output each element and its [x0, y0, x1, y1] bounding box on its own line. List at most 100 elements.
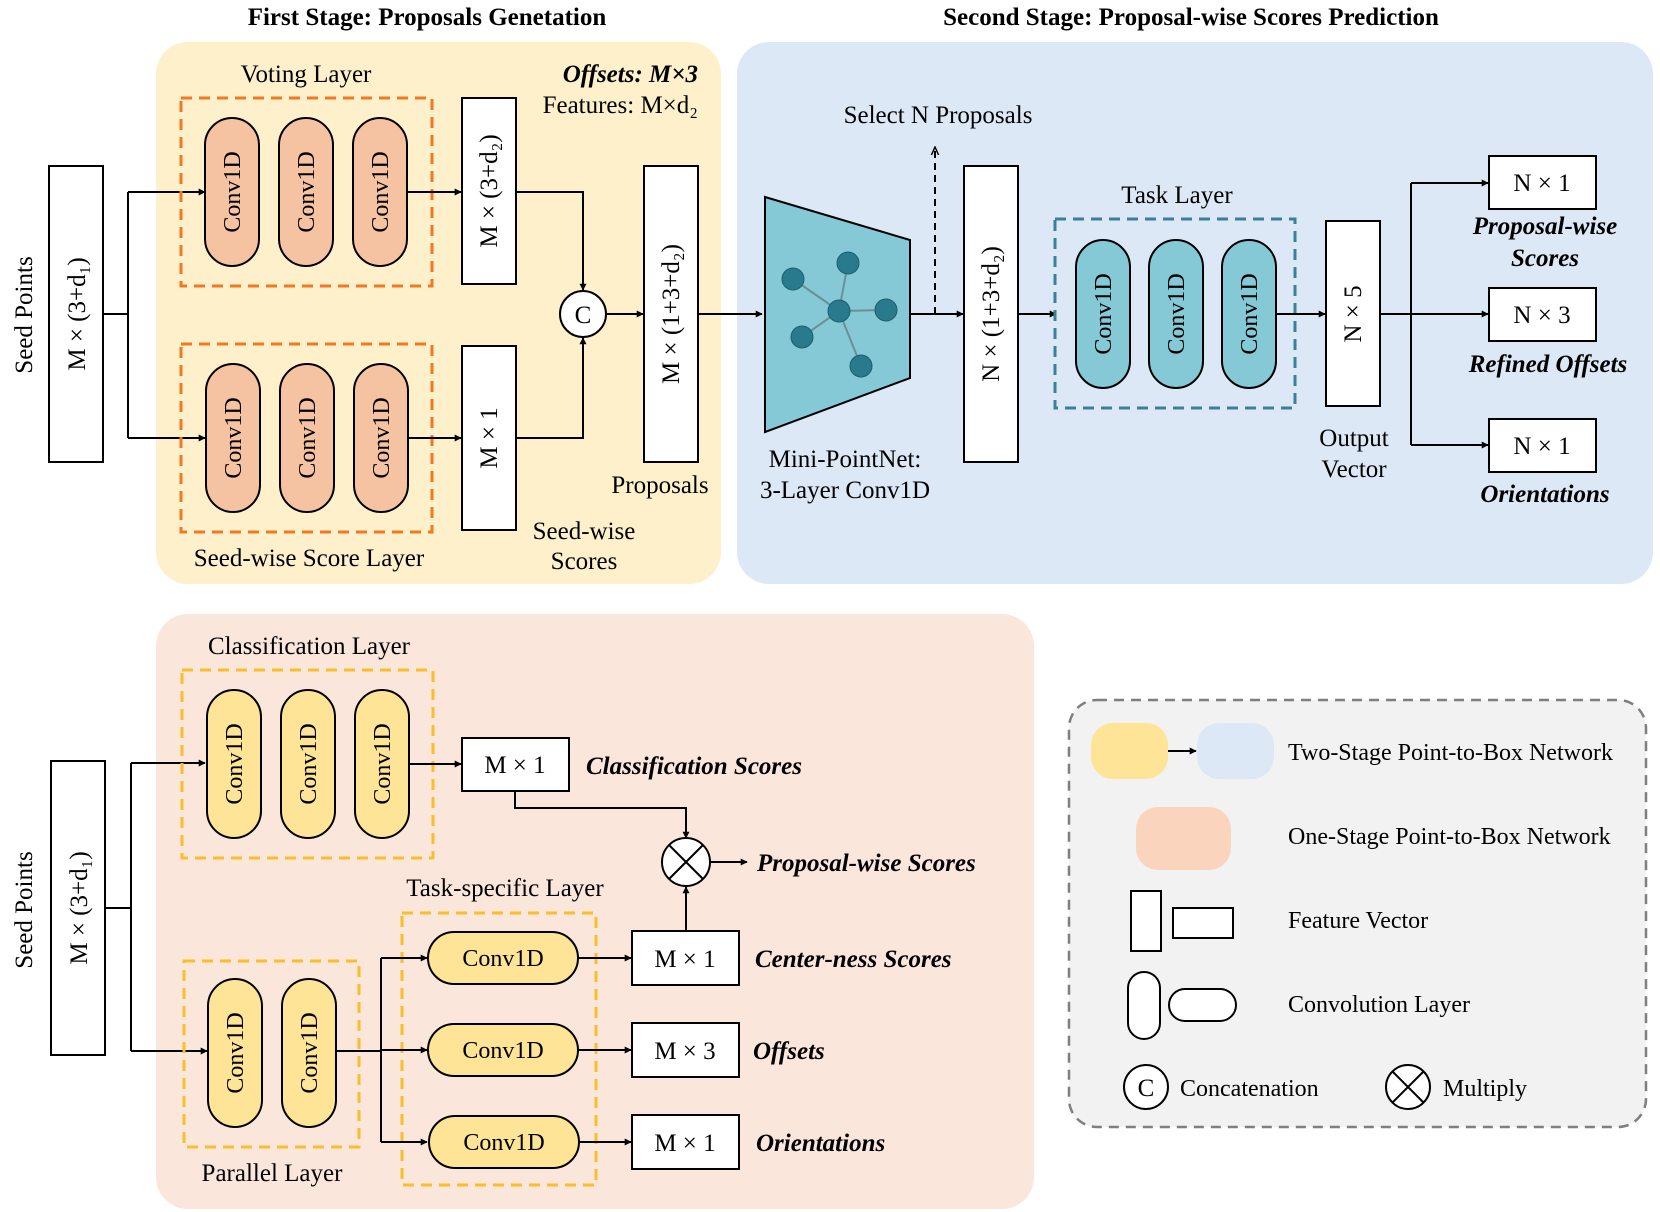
proposal-scores-vector	[1488, 155, 1597, 210]
seed-branch-line-bottom	[105, 763, 132, 1051]
refined-offsets-label: Refined Offsets	[1468, 351, 1628, 378]
orientations-label-bottom: Orientations	[756, 1130, 885, 1157]
conv-label: Conv1D	[295, 397, 321, 478]
task-layer-label: Task Layer	[1121, 182, 1233, 209]
seed-scores-label-1: Seed-wise	[533, 518, 636, 545]
minipointnet-label-1: Mini-PointNet:	[769, 446, 922, 473]
select-proposals-label: Select N Proposals	[844, 102, 1033, 129]
seed-branch-line	[103, 192, 129, 438]
conv-label: Conv1D	[1164, 273, 1190, 354]
voting-layer-label: Voting Layer	[241, 61, 372, 88]
proposal-scores-label-1: Proposal-wise	[1472, 213, 1617, 240]
features-note-text: Features: M×d₂	[543, 92, 698, 119]
conv-label: Conv1D	[297, 1012, 323, 1093]
conv-label: Conv1D	[296, 723, 322, 804]
minipointnet-label-2: 3-Layer Conv1D	[760, 477, 930, 504]
classification-output-vector	[461, 737, 570, 792]
classification-scores-label: Classification Scores	[586, 753, 802, 780]
conv-label: Conv1D	[462, 1038, 543, 1064]
offsets-label: Offsets	[753, 1038, 825, 1065]
legend-feature-icon	[1130, 890, 1234, 952]
seed-points-dim-bottom: M × (3+d₁)	[66, 851, 93, 964]
voting-output-vector	[461, 97, 517, 285]
second-stage-title: Second Stage: Proposal-wise Scores Predi…	[943, 4, 1439, 31]
parallel-conv-1: Conv1D	[207, 978, 263, 1128]
seed-points-label: Seed Points	[11, 256, 38, 373]
seed-points-label-bottom: Seed Points	[11, 851, 38, 968]
offsets-dim: M × 3	[654, 1038, 715, 1065]
conv-label: Conv1D	[1237, 273, 1263, 354]
orientations-dim: N × 1	[1513, 433, 1570, 460]
multiply-node	[661, 837, 711, 887]
conv-label: Conv1D	[223, 1012, 249, 1093]
conv-label: Conv1D	[369, 397, 395, 478]
refined-offsets-vector	[1488, 287, 1597, 342]
orientations-dim-bottom: M × 1	[654, 1130, 715, 1157]
legend-two-stage-label: Two-Stage Point-to-Box Network	[1288, 740, 1613, 766]
conv-label: Conv1D	[221, 397, 247, 478]
conv-label: Conv1D	[222, 723, 248, 804]
class-conv-1: Conv1D	[206, 689, 262, 839]
score-conv-3: Conv1D	[353, 363, 409, 513]
classification-output-dim: M × 1	[484, 752, 545, 779]
task-conv-1: Conv1D	[1075, 239, 1131, 389]
legend-multiply-label: Multiply	[1443, 1076, 1527, 1102]
orientations-vector	[1488, 418, 1597, 473]
legend-concat-symbol: C	[1138, 1075, 1155, 1102]
conv-label: Conv1D	[220, 151, 246, 232]
task-conv-3: Conv1D	[1221, 239, 1277, 389]
proposal-wise-scores-label: Proposal-wise Scores	[756, 850, 976, 877]
centerness-scores-label: Center-ness Scores	[755, 946, 952, 973]
score-layer-label: Seed-wise Score Layer	[194, 545, 425, 572]
class-conv-2: Conv1D	[280, 689, 336, 839]
task-conv-2: Conv1D	[1148, 239, 1204, 389]
proposals-label: Proposals	[611, 472, 708, 499]
output-vector	[1325, 220, 1381, 407]
conv-label: Conv1D	[462, 946, 543, 972]
orientation-conv: Conv1D	[428, 1115, 580, 1169]
output-label-1: Output	[1319, 425, 1389, 452]
classification-layer-label: Classification Layer	[208, 633, 411, 660]
proposals-dim: M × (1+3+d₂)	[658, 244, 685, 384]
voting-output-dim: M × (3+d₂)	[476, 134, 503, 247]
first-stage-title: First Stage: Proposals Genetation	[248, 4, 607, 31]
n-proposals-dim: N × (1+3+d₂)	[978, 246, 1005, 382]
seed-points-vector	[48, 165, 104, 463]
output-dim: N × 5	[1340, 285, 1367, 342]
legend-multiply-icon	[1385, 1064, 1431, 1110]
centerness-vector	[631, 930, 740, 986]
proposal-scores-label-2: Scores	[1511, 245, 1579, 272]
legend-one-stage-swatch	[1136, 807, 1231, 870]
legend-two-stage-swatch	[1091, 723, 1274, 779]
proposals-vector	[643, 165, 699, 463]
voting-conv-2: Conv1D	[278, 117, 334, 267]
score-conv-2: Conv1D	[279, 363, 335, 513]
legend-concat-icon	[1123, 1064, 1169, 1110]
point-graph-nodes	[781, 251, 898, 378]
refined-offsets-dim: N × 3	[1513, 302, 1570, 329]
voting-conv-3: Conv1D	[352, 117, 408, 267]
score-conv-1: Conv1D	[205, 363, 261, 513]
offsets-conv: Conv1D	[427, 1023, 579, 1077]
legend-one-stage-label: One-Stage Point-to-Box Network	[1288, 824, 1611, 850]
seed-scores-label-2: Scores	[551, 548, 618, 575]
parallel-conv-2: Conv1D	[281, 978, 337, 1128]
n-proposals-vector	[963, 165, 1019, 463]
seed-points-vector-bottom	[50, 760, 106, 1056]
voting-conv-1: Conv1D	[204, 117, 260, 267]
legend-conv-icon	[1127, 971, 1237, 1040]
legend-feature-label: Feature Vector	[1288, 908, 1428, 934]
arrow-class-to-multiply	[514, 791, 690, 839]
features-note: Features: M×d₂	[543, 92, 698, 119]
conv-label: Conv1D	[463, 1130, 544, 1156]
centerness-conv: Conv1D	[427, 931, 579, 985]
centerness-dim: M × 1	[654, 946, 715, 973]
conv-label: Conv1D	[370, 723, 396, 804]
output-label-2: Vector	[1321, 456, 1387, 483]
conv-label: Conv1D	[294, 151, 320, 232]
conv-label: Conv1D	[368, 151, 394, 232]
task-specific-layer-label: Task-specific Layer	[406, 875, 604, 902]
parallel-layer-label: Parallel Layer	[202, 1160, 344, 1187]
arrow-voting-to-concat	[516, 191, 587, 291]
